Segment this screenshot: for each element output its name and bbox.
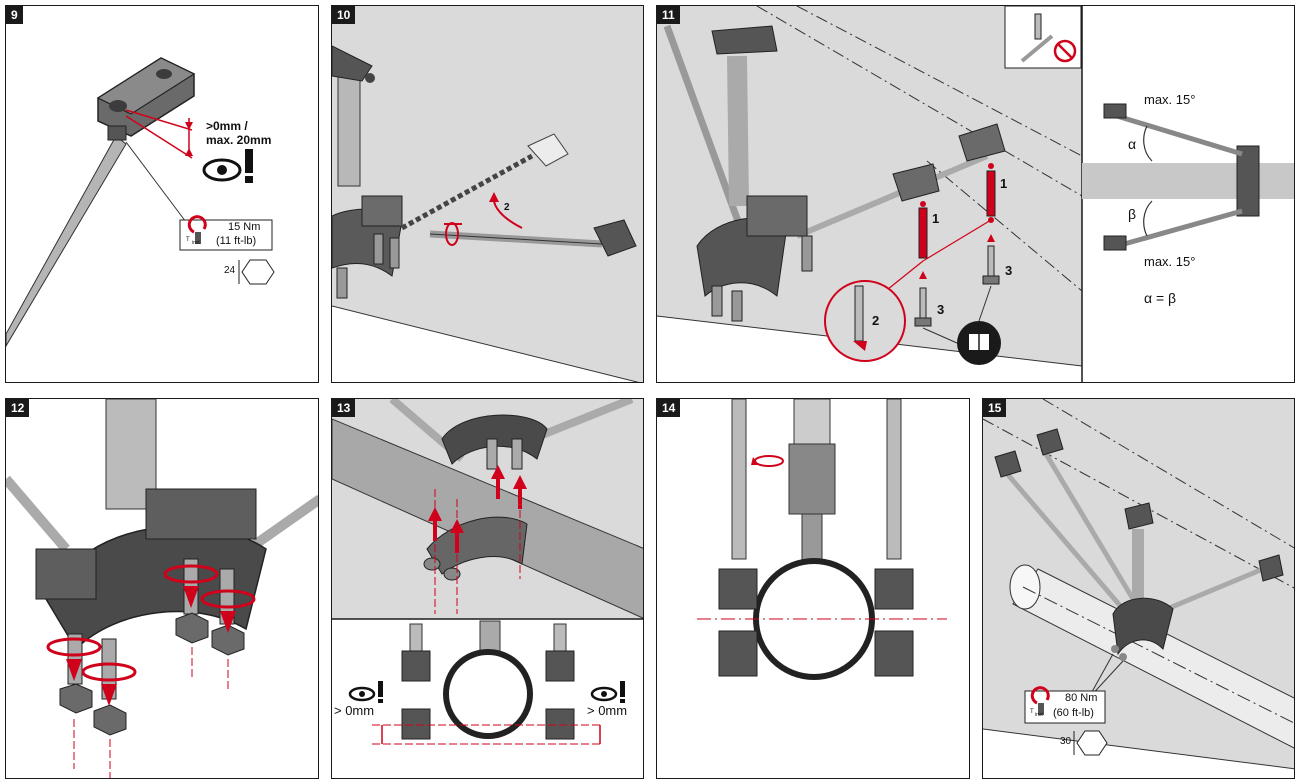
hex-nut-icon <box>238 259 275 285</box>
panel-12-drawing <box>6 399 318 778</box>
step-label: 2 <box>504 202 510 213</box>
panel-15-drawing <box>983 399 1294 778</box>
panel-14: 14 <box>656 398 970 779</box>
rotation-arrow-icon <box>751 455 784 467</box>
eye-icon <box>202 158 242 182</box>
angle-equation: α = β <box>1144 290 1177 306</box>
pipe-clamp <box>696 195 813 322</box>
exclamation-icon <box>245 149 253 183</box>
wrench-size: 30 <box>1060 736 1072 747</box>
panel-10: 10 2 <box>331 5 644 383</box>
torque-subscript: inst <box>1035 712 1043 718</box>
torque-imperial: (60 ft-lb) <box>1053 707 1094 719</box>
panel-9-drawing <box>6 57 275 347</box>
prohibited-icon <box>1053 39 1077 63</box>
torque-imperial: (11 ft-lb) <box>216 235 257 247</box>
panel-10-drawing <box>332 45 640 382</box>
hex-nut-icon <box>1073 730 1108 756</box>
bracket-ghost <box>527 133 569 167</box>
pipe-clamp <box>332 195 403 299</box>
drill-mark <box>918 207 928 259</box>
pipe-clamp <box>1111 597 1174 661</box>
bracket <box>593 219 637 257</box>
gap-label-left: > 0mm <box>334 703 375 718</box>
gap-label-1: >0mm / <box>206 119 248 133</box>
panel-number: 10 <box>332 6 356 24</box>
gap-label-right: > 0mm <box>587 703 628 718</box>
alpha-label: α <box>1128 136 1137 152</box>
step-2: 2 <box>872 313 880 328</box>
panel-number: 14 <box>657 399 681 417</box>
eye-icon <box>590 686 618 702</box>
ceiling-bracket <box>96 57 196 141</box>
panel-11-drawing <box>657 6 1294 382</box>
torque-t-letter: T <box>1030 709 1034 715</box>
pipe-clamp-top <box>441 414 548 470</box>
panel-13: 13 <box>331 398 644 779</box>
pipe-clamp <box>35 488 267 651</box>
panel-number: 11 <box>657 6 680 24</box>
panel-12: 12 <box>5 398 319 779</box>
bracket <box>892 163 940 202</box>
drill-icon <box>824 280 906 362</box>
exclamation-icon <box>378 681 383 703</box>
torque-wrench-icon <box>1030 686 1050 715</box>
panel-number: 12 <box>6 399 30 417</box>
anchor-bolt-icon <box>914 245 1000 327</box>
rotation-arrow-icon <box>46 564 256 706</box>
panel-9: 9 <box>5 5 319 383</box>
beta-label: β <box>1128 206 1137 222</box>
rod <box>6 135 127 347</box>
panel-number: 9 <box>6 6 23 24</box>
torque-wrench-icon <box>187 215 207 244</box>
gap-label-2: max. 20mm <box>206 133 272 147</box>
panel-number: 13 <box>332 399 356 417</box>
eye-icon <box>348 686 376 702</box>
step-1-right: 1 <box>1000 176 1008 191</box>
max-angle-top: max. 15° <box>1144 92 1196 107</box>
drill-mark <box>986 170 996 217</box>
step-1-left: 1 <box>932 211 940 226</box>
torque-value: 80 Nm <box>1065 692 1098 704</box>
panel-14-drawing <box>697 399 947 680</box>
step-3-right: 3 <box>1005 263 1013 278</box>
panel-15: 15 <box>982 398 1295 779</box>
torque-t-letter: T <box>186 237 190 243</box>
exclamation-icon <box>620 681 625 703</box>
bracket <box>958 123 1006 162</box>
rotation-arrow-icon <box>444 192 523 246</box>
panel-number: 15 <box>983 399 1007 417</box>
wrench-size: 24 <box>224 265 236 276</box>
manual-icon <box>957 321 1001 365</box>
panel-13-drawing <box>332 399 643 745</box>
panel-11: 11 <box>656 5 1295 383</box>
torque-value: 15 Nm <box>228 221 261 233</box>
step-3-left: 3 <box>937 302 945 317</box>
max-angle-bottom: max. 15° <box>1144 254 1196 269</box>
torque-subscript: inst <box>192 240 200 246</box>
